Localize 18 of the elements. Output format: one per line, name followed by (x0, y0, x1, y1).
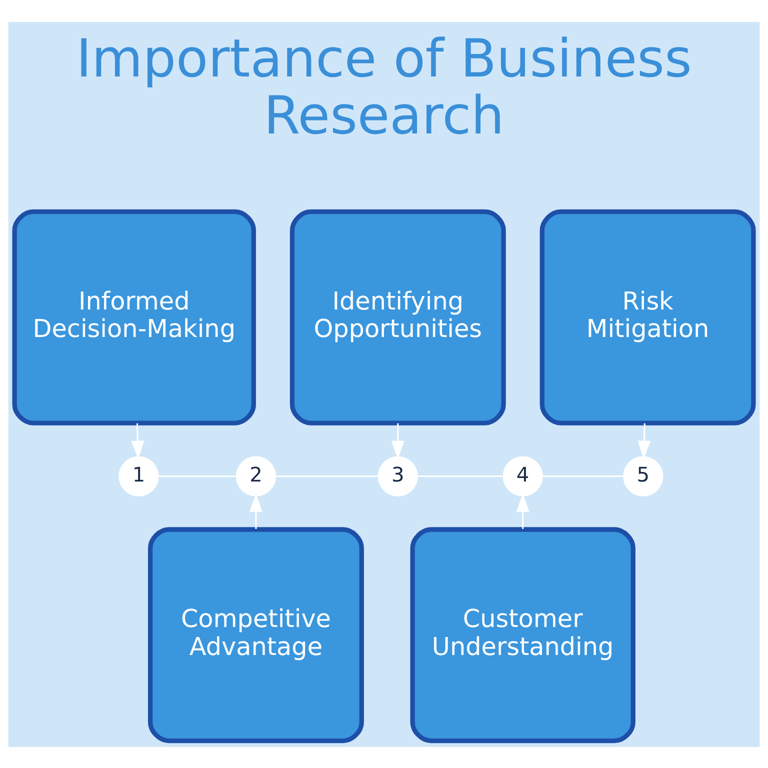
connector (417, 475, 504, 477)
node-box: Customer Understanding (410, 526, 636, 743)
node-box: Identifying Opportunities (290, 208, 506, 425)
node-box: Informed Decision-Making (12, 208, 256, 425)
node-box: Competitive Advantage (148, 526, 364, 743)
arrow (391, 422, 404, 459)
node-circle: 1 (118, 456, 159, 496)
arrow (638, 422, 651, 459)
node-circle: 3 (378, 456, 418, 496)
connector (542, 475, 624, 477)
node-box: Risk Mitigation (540, 208, 756, 425)
diagram-title: Importance of Business Research (76, 28, 692, 146)
arrow (131, 422, 144, 459)
node-circle: 5 (623, 456, 664, 496)
node-circle: 2 (236, 456, 276, 496)
connector (275, 475, 378, 477)
node-circle: 4 (502, 456, 543, 496)
connector (158, 475, 236, 477)
